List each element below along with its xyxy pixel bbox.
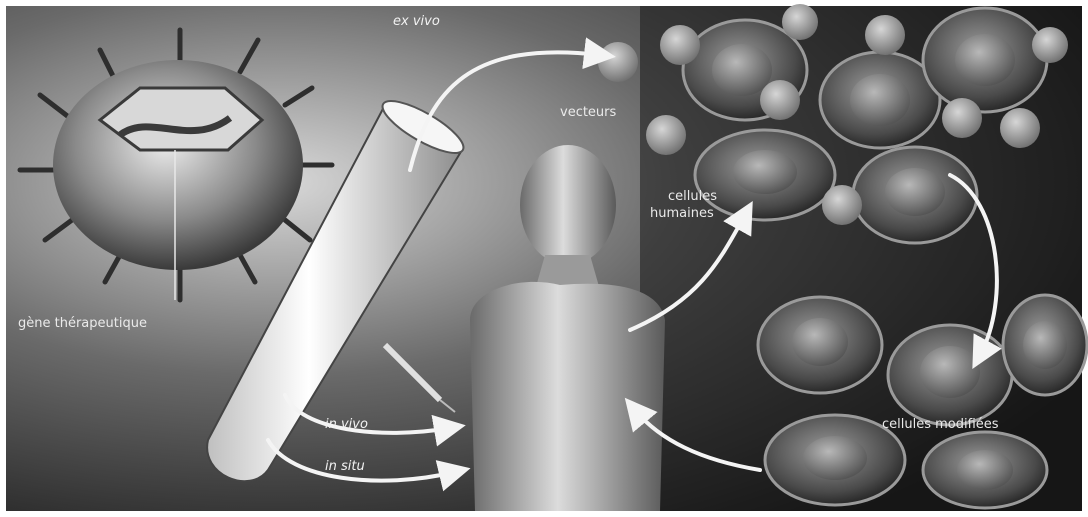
label-in-vivo: in vivo	[325, 417, 368, 432]
label-in-situ: in situ	[325, 459, 365, 474]
label-cellules-humaines-1: cellules	[668, 189, 717, 204]
label-ex-vivo: ex vivo	[393, 14, 440, 29]
label-gene: gène thérapeutique	[18, 316, 147, 331]
label-vecteurs: vecteurs	[560, 105, 617, 120]
label-cellules-modifiees: cellules modifiées	[882, 417, 999, 432]
label-cellules-humaines-2: humaines	[650, 206, 714, 221]
